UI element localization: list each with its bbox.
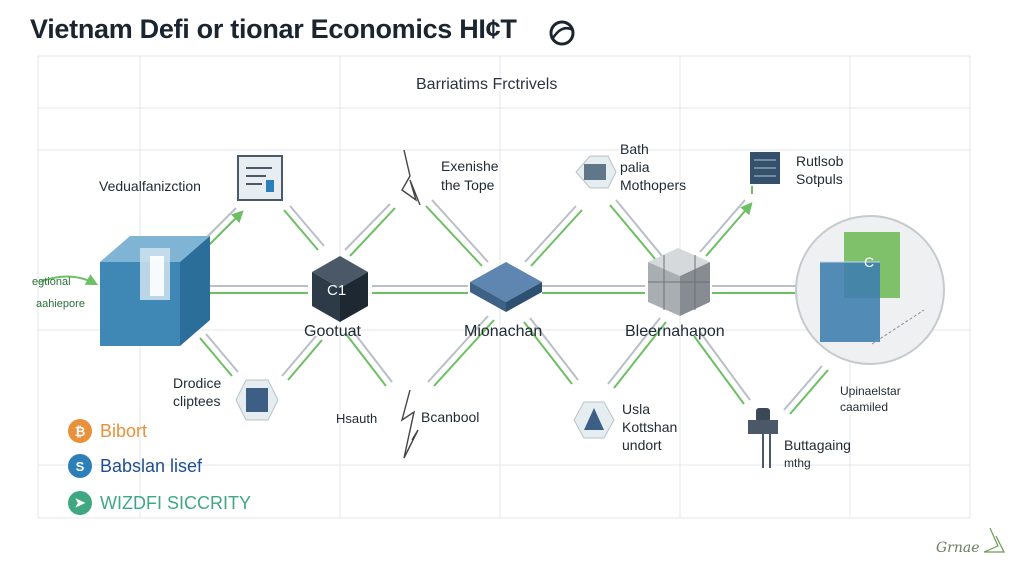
label-far-bottom-2: mthg (784, 456, 811, 470)
label-bottom-right-1: Usla (622, 401, 651, 417)
gray-cube-node (648, 248, 710, 316)
label-bottom-mid-1: Hsauth (336, 411, 378, 426)
horizontal-connectors (210, 285, 800, 294)
legend-label: Bibort (100, 420, 148, 441)
hex-icon-bottom-left (235, 379, 279, 421)
legend-label: WIZDFI SICCRITY (100, 492, 251, 513)
label-top-left: Vedualfanizction (99, 178, 201, 194)
pin-icon-bottom-right (748, 408, 778, 468)
label-top-mid-2: the Tope (441, 177, 495, 193)
label-right-note-1: Upinaelstar (840, 384, 901, 398)
label-top-mid-1: Exenishe (441, 158, 499, 174)
label-bottom-left-2: cliptees (173, 393, 221, 409)
label-top-right-1: Bath (620, 141, 649, 157)
node-label-gootuat: Gootuat (304, 323, 361, 340)
page-title: Vietnam Defi or tionar Economics HI¢T (30, 14, 517, 44)
label-bottom-right-2: Kottshan (622, 419, 678, 435)
label-bottom-right-3: undort (622, 437, 662, 453)
cube-code-label: C1 (327, 282, 347, 299)
zigzag-mark-top (401, 149, 421, 206)
server-icon-top (750, 152, 780, 194)
legend-label: Babslan lisef (100, 455, 203, 476)
hex-icon-top (575, 155, 617, 189)
diagram-subtitle: Barriatims Frctrivels (416, 76, 558, 93)
circle-panel-node (795, 215, 945, 365)
document-icon-top (237, 155, 283, 201)
label-far-right-1: Rutlsob (796, 153, 844, 169)
label-right-note-2: caamiled (840, 400, 889, 414)
zigzag-mark-bottom (400, 389, 419, 459)
blue-slab-node (470, 262, 542, 312)
label-bottom-mid-2: Bcanbool (421, 409, 480, 425)
diagonal-connectors (197, 199, 829, 415)
watermark: Grnae (936, 540, 980, 556)
node-label-bleernahapon: Bleernahapon (625, 323, 725, 340)
label-left-green-1: egtional (32, 276, 71, 288)
left-green-arrow (39, 274, 99, 286)
label-far-bottom-1: Buttagaing (784, 437, 851, 453)
coin-icon: S (68, 454, 92, 478)
label-left-green-2: aahiepore (36, 298, 85, 310)
blue-cube-node (100, 236, 210, 346)
shield-icon: ➤ (68, 491, 92, 515)
swirl-icon (549, 20, 575, 46)
node-label-mionachan: Mionachan (464, 323, 543, 340)
legend-item-bibort: ₿ Bibort (68, 418, 147, 444)
bitcoin-icon: ₿ (68, 419, 92, 443)
watermark-squiggle (983, 527, 1005, 553)
hex-icon-bottom-mid (573, 401, 615, 439)
panel-code-label: C (864, 254, 875, 270)
legend-item-babslan: S Babslan lisef (68, 453, 202, 479)
dark-cube-node (312, 256, 368, 322)
label-bottom-left-1: Drodice (173, 375, 222, 391)
label-top-right-3: Mothopers (620, 177, 687, 193)
label-far-right-2: Sotpuls (796, 171, 843, 187)
legend-item-security: ➤ WIZDFI SICCRITY (68, 490, 251, 516)
label-top-right-2: palia (620, 159, 650, 175)
